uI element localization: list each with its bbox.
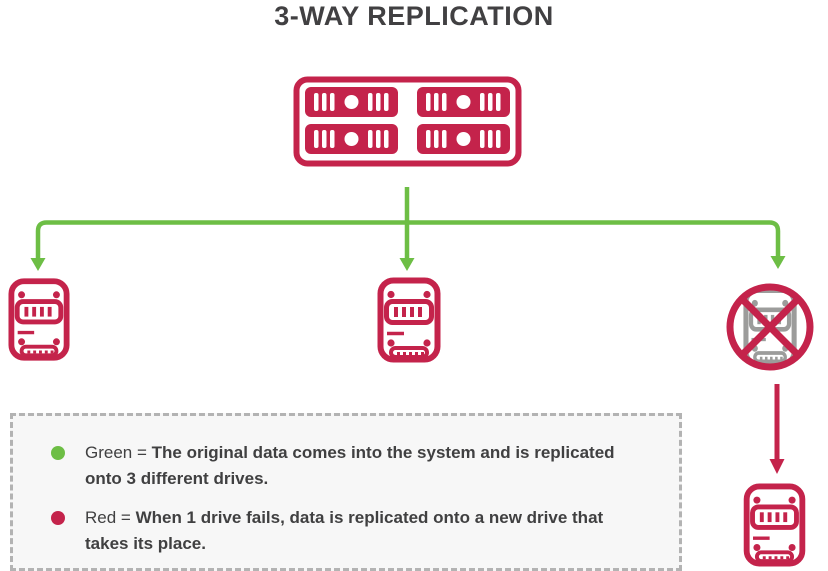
legend-box: Green = The original data comes into the…: [10, 413, 682, 571]
green-bullet-icon: [51, 446, 65, 460]
legend-green-prefix: Green =: [85, 443, 152, 462]
legend-green-description: The original data comes into the system …: [85, 443, 615, 488]
server-array-icon: [293, 76, 522, 167]
legend-red-prefix: Red =: [85, 508, 136, 527]
red-rebuild-arrow: [769, 384, 785, 474]
replacement-drive-icon: [742, 483, 807, 567]
diagram-title: 3-WAY REPLICATION: [274, 1, 554, 31]
failed-drive-icon: [726, 283, 814, 371]
legend-item-green: Green = The original data comes into the…: [51, 440, 659, 492]
green-replication-arrows: [30, 187, 786, 271]
legend-red-text: Red = When 1 drive fails, data is replic…: [85, 505, 625, 557]
legend-item-red: Red = When 1 drive fails, data is replic…: [51, 505, 659, 557]
red-bullet-icon: [51, 511, 65, 525]
legend-red-description: When 1 drive fails, data is replicated o…: [85, 508, 604, 553]
drive-icon-2: [377, 277, 441, 363]
drive-icon-1: [8, 277, 70, 362]
no-entry-cross: [726, 283, 814, 371]
legend-green-text: Green = The original data comes into the…: [85, 440, 625, 492]
